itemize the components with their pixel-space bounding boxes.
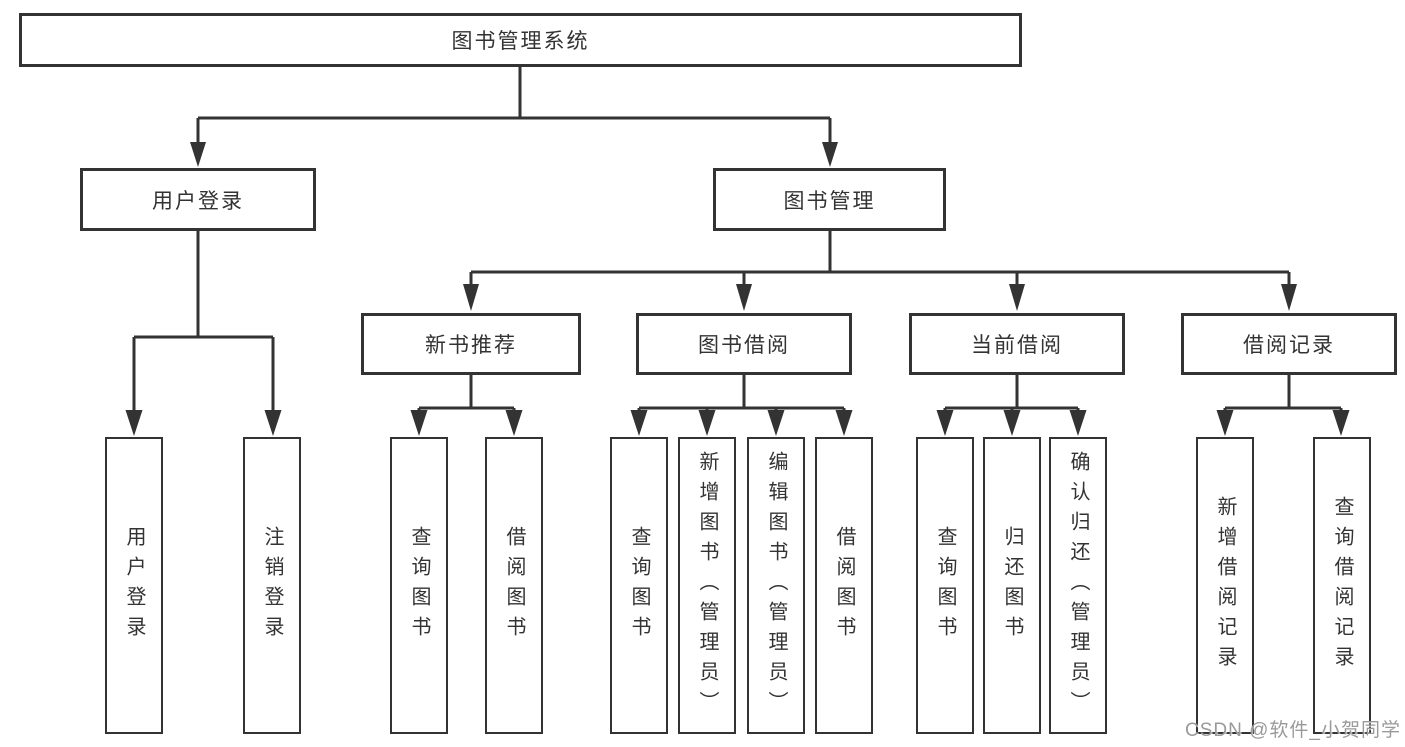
node-label: 新增图书（管理员） xyxy=(696,450,718,721)
leaf-current-query-book: 查询图书 xyxy=(916,437,974,734)
node-label: 借阅图书 xyxy=(833,525,855,646)
leaf-user-login: 用户登录 xyxy=(105,437,163,734)
leaf-borrow-query-book: 查询图书 xyxy=(610,437,668,734)
node-borrow-record: 借阅记录 xyxy=(1181,313,1397,375)
node-label: 编辑图书（管理员） xyxy=(765,450,787,721)
leaf-current-return-book: 归还图书 xyxy=(983,437,1041,734)
node-label: 借阅记录 xyxy=(1243,334,1335,357)
leaf-recommend-borrow-book: 借阅图书 xyxy=(485,437,543,734)
leaf-borrow-borrow-book: 借阅图书 xyxy=(815,437,873,734)
node-label: 确认归还（管理员） xyxy=(1067,450,1089,721)
node-book-management: 图书管理 xyxy=(713,168,946,231)
node-label: 借阅图书 xyxy=(503,525,525,646)
node-label: 用户登录 xyxy=(123,525,145,646)
leaf-borrow-edit-book-admin: 编辑图书（管理员） xyxy=(747,437,805,734)
arrowheads xyxy=(125,142,1350,436)
node-label: 新书推荐 xyxy=(425,334,517,357)
leaf-logout: 注销登录 xyxy=(243,437,301,734)
node-label: 查询借阅记录 xyxy=(1331,495,1353,676)
node-label: 图书管理系统 xyxy=(451,30,590,53)
node-label: 归还图书 xyxy=(1001,525,1023,646)
node-label: 当前借阅 xyxy=(971,334,1063,357)
leaf-recommend-query-book: 查询图书 xyxy=(390,437,448,734)
node-label: 图书借阅 xyxy=(698,334,790,357)
node-book-borrow: 图书借阅 xyxy=(636,313,852,375)
leaf-current-confirm-return-admin: 确认归还（管理员） xyxy=(1049,437,1107,734)
node-user-login: 用户登录 xyxy=(80,168,316,231)
node-new-book-recommend: 新书推荐 xyxy=(361,313,581,375)
node-label: 注销登录 xyxy=(261,525,283,646)
leaf-borrow-add-book-admin: 新增图书（管理员） xyxy=(678,437,736,734)
node-current-borrow: 当前借阅 xyxy=(909,313,1125,375)
node-label: 查询图书 xyxy=(628,525,650,646)
node-label: 新增借阅记录 xyxy=(1214,495,1236,676)
node-label: 查询图书 xyxy=(408,525,430,646)
node-label: 图书管理 xyxy=(783,189,876,213)
leaf-record-query-borrow-record: 查询借阅记录 xyxy=(1313,437,1371,734)
leaf-record-add-borrow-record: 新增借阅记录 xyxy=(1196,437,1254,734)
node-label: 用户登录 xyxy=(152,189,244,213)
node-library-management-system: 图书管理系统 xyxy=(19,13,1022,67)
node-label: 查询图书 xyxy=(934,525,956,646)
